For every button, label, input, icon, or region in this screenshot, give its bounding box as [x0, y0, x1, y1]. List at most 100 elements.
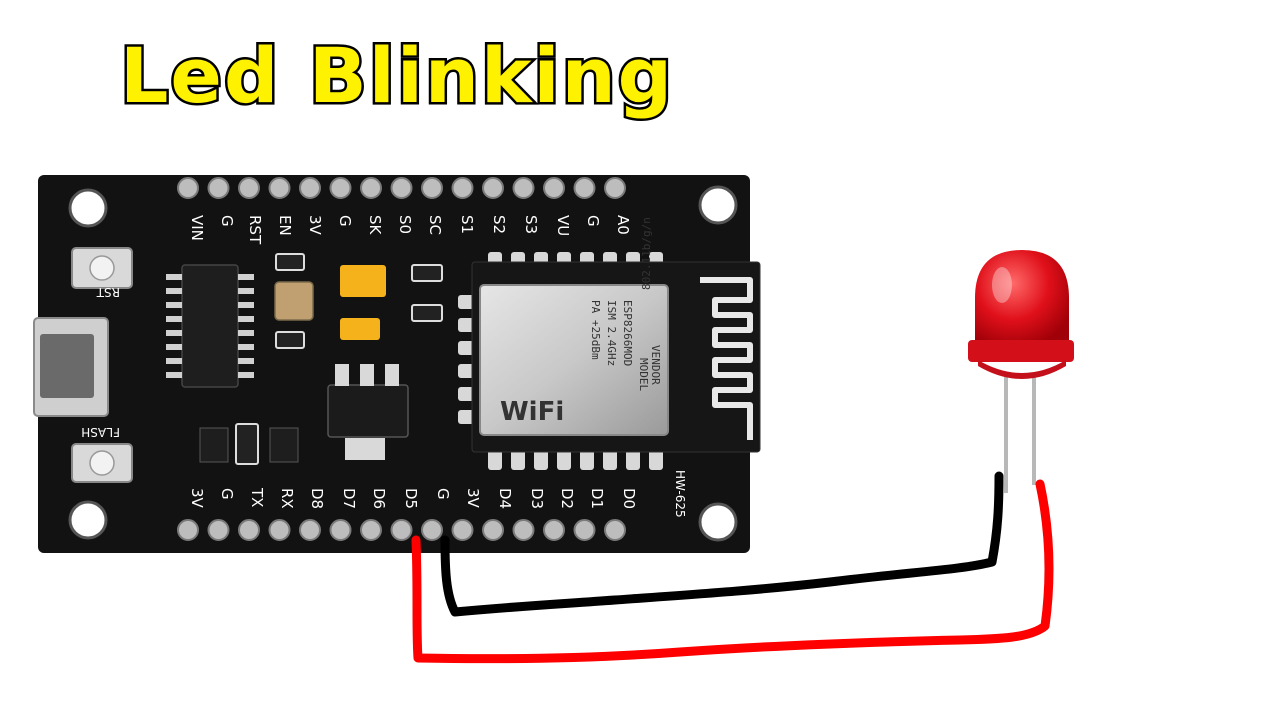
usb-serial-chip: [181, 264, 239, 388]
regulator-leg: [360, 364, 374, 386]
smd-component: [411, 304, 443, 322]
esp-module-markings: 802.11b/g/n: [640, 217, 653, 290]
flash-button-cap: [89, 450, 115, 476]
module-text-pa: PA +25dBm: [589, 300, 602, 360]
chip-leg: [166, 344, 182, 350]
smd-component: [275, 331, 305, 349]
rst-button-cap: [89, 255, 115, 281]
pin-label: D6: [370, 488, 388, 509]
pin-label: G: [336, 215, 354, 227]
model-label: HW-625: [673, 470, 687, 518]
header-pin: [421, 519, 443, 541]
header-pin: [329, 519, 352, 541]
chip-leg: [166, 302, 182, 308]
header-pin: [268, 177, 291, 199]
led-base: [978, 360, 1066, 379]
pin-label: 3V: [306, 215, 324, 236]
pin-label: G: [218, 215, 236, 227]
smd-resistor: [235, 423, 259, 465]
chip-leg: [238, 302, 254, 308]
led-leg: [1032, 375, 1036, 485]
black-wire: [440, 471, 1004, 617]
module-text-ism: ISM 2.4GHz: [605, 300, 618, 366]
header-pin: [268, 519, 291, 541]
pin-label: S3: [522, 215, 540, 234]
chip-leg: [238, 372, 254, 378]
module-text: 802.11b/g/n: [640, 217, 653, 290]
pin-label: S0: [396, 215, 414, 234]
transistor: [199, 427, 229, 463]
header-pin: [177, 519, 199, 541]
red-wire: [411, 479, 1054, 664]
pin-label: S2: [490, 215, 508, 234]
flash-label: FLASH: [81, 425, 120, 439]
module-pad: [626, 448, 640, 470]
voltage-regulator: [327, 384, 409, 438]
chip-leg: [166, 358, 182, 364]
pin-label: A0: [614, 215, 632, 235]
module-pad: [511, 448, 525, 470]
header-pin: [604, 519, 626, 541]
pin-label: D2: [558, 488, 576, 509]
header-pin: [451, 177, 474, 199]
pin-label: SK: [366, 215, 384, 236]
header-pin: [451, 519, 474, 541]
pin-label: 3V: [188, 488, 206, 509]
module-pad: [488, 448, 502, 470]
video-title: Led Blinking: [117, 31, 675, 120]
header-pin: [573, 177, 596, 199]
pin-label: SC: [426, 215, 444, 235]
rst-label: RST: [96, 285, 120, 299]
chip-legs: [166, 274, 254, 378]
pin-label: D5: [402, 488, 420, 509]
pin-label: G: [434, 488, 452, 500]
module-pad: [603, 448, 617, 470]
header-pin: [299, 177, 321, 199]
pin-label: S1: [458, 215, 476, 234]
pin-label: G: [218, 488, 236, 500]
header-pin: [390, 519, 413, 541]
header-pin: [299, 519, 321, 541]
pin-label: VU: [554, 215, 572, 236]
header-pin: [207, 177, 230, 199]
top-pin-labels: VIN G RST EN 3V G SK S0 SC S1 S2 S3 VU G…: [188, 215, 632, 245]
pin-label: D1: [588, 488, 606, 509]
mount-hole: [698, 502, 738, 542]
chip-leg: [166, 274, 182, 280]
pin-label: D7: [340, 488, 358, 509]
header-pin: [512, 519, 535, 541]
module-pad: [534, 448, 548, 470]
header-pin: [421, 177, 443, 199]
pin-label: RX: [278, 488, 296, 509]
mount-hole: [698, 185, 738, 225]
tantalum-capacitor: [340, 265, 386, 297]
header-pin: [360, 519, 382, 541]
chip-leg: [238, 288, 254, 294]
chip-leg: [166, 330, 182, 336]
mount-hole: [68, 188, 108, 228]
chip-leg: [166, 316, 182, 322]
module-pad: [649, 448, 663, 470]
module-text-wifi: WiFi: [500, 397, 564, 427]
header-pin: [207, 519, 230, 541]
chip-leg: [166, 288, 182, 294]
pin-label: TX: [248, 487, 266, 507]
wifi-antenna-trace: [700, 277, 753, 440]
bottom-header-pins: [177, 519, 626, 541]
smd-component: [411, 264, 443, 282]
header-pin: [543, 519, 565, 541]
led-leg: [1004, 375, 1008, 493]
mount-hole: [68, 500, 108, 540]
chip-leg: [238, 358, 254, 364]
chip-leg: [238, 274, 254, 280]
header-pin: [512, 177, 535, 199]
red-led: [968, 250, 1074, 493]
header-pin: [604, 177, 626, 199]
header-pin: [482, 519, 504, 541]
chip-leg: [238, 330, 254, 336]
module-pad: [580, 448, 594, 470]
top-header-pins: [177, 177, 626, 199]
header-pin: [390, 177, 413, 199]
esp-shield: [479, 284, 669, 436]
